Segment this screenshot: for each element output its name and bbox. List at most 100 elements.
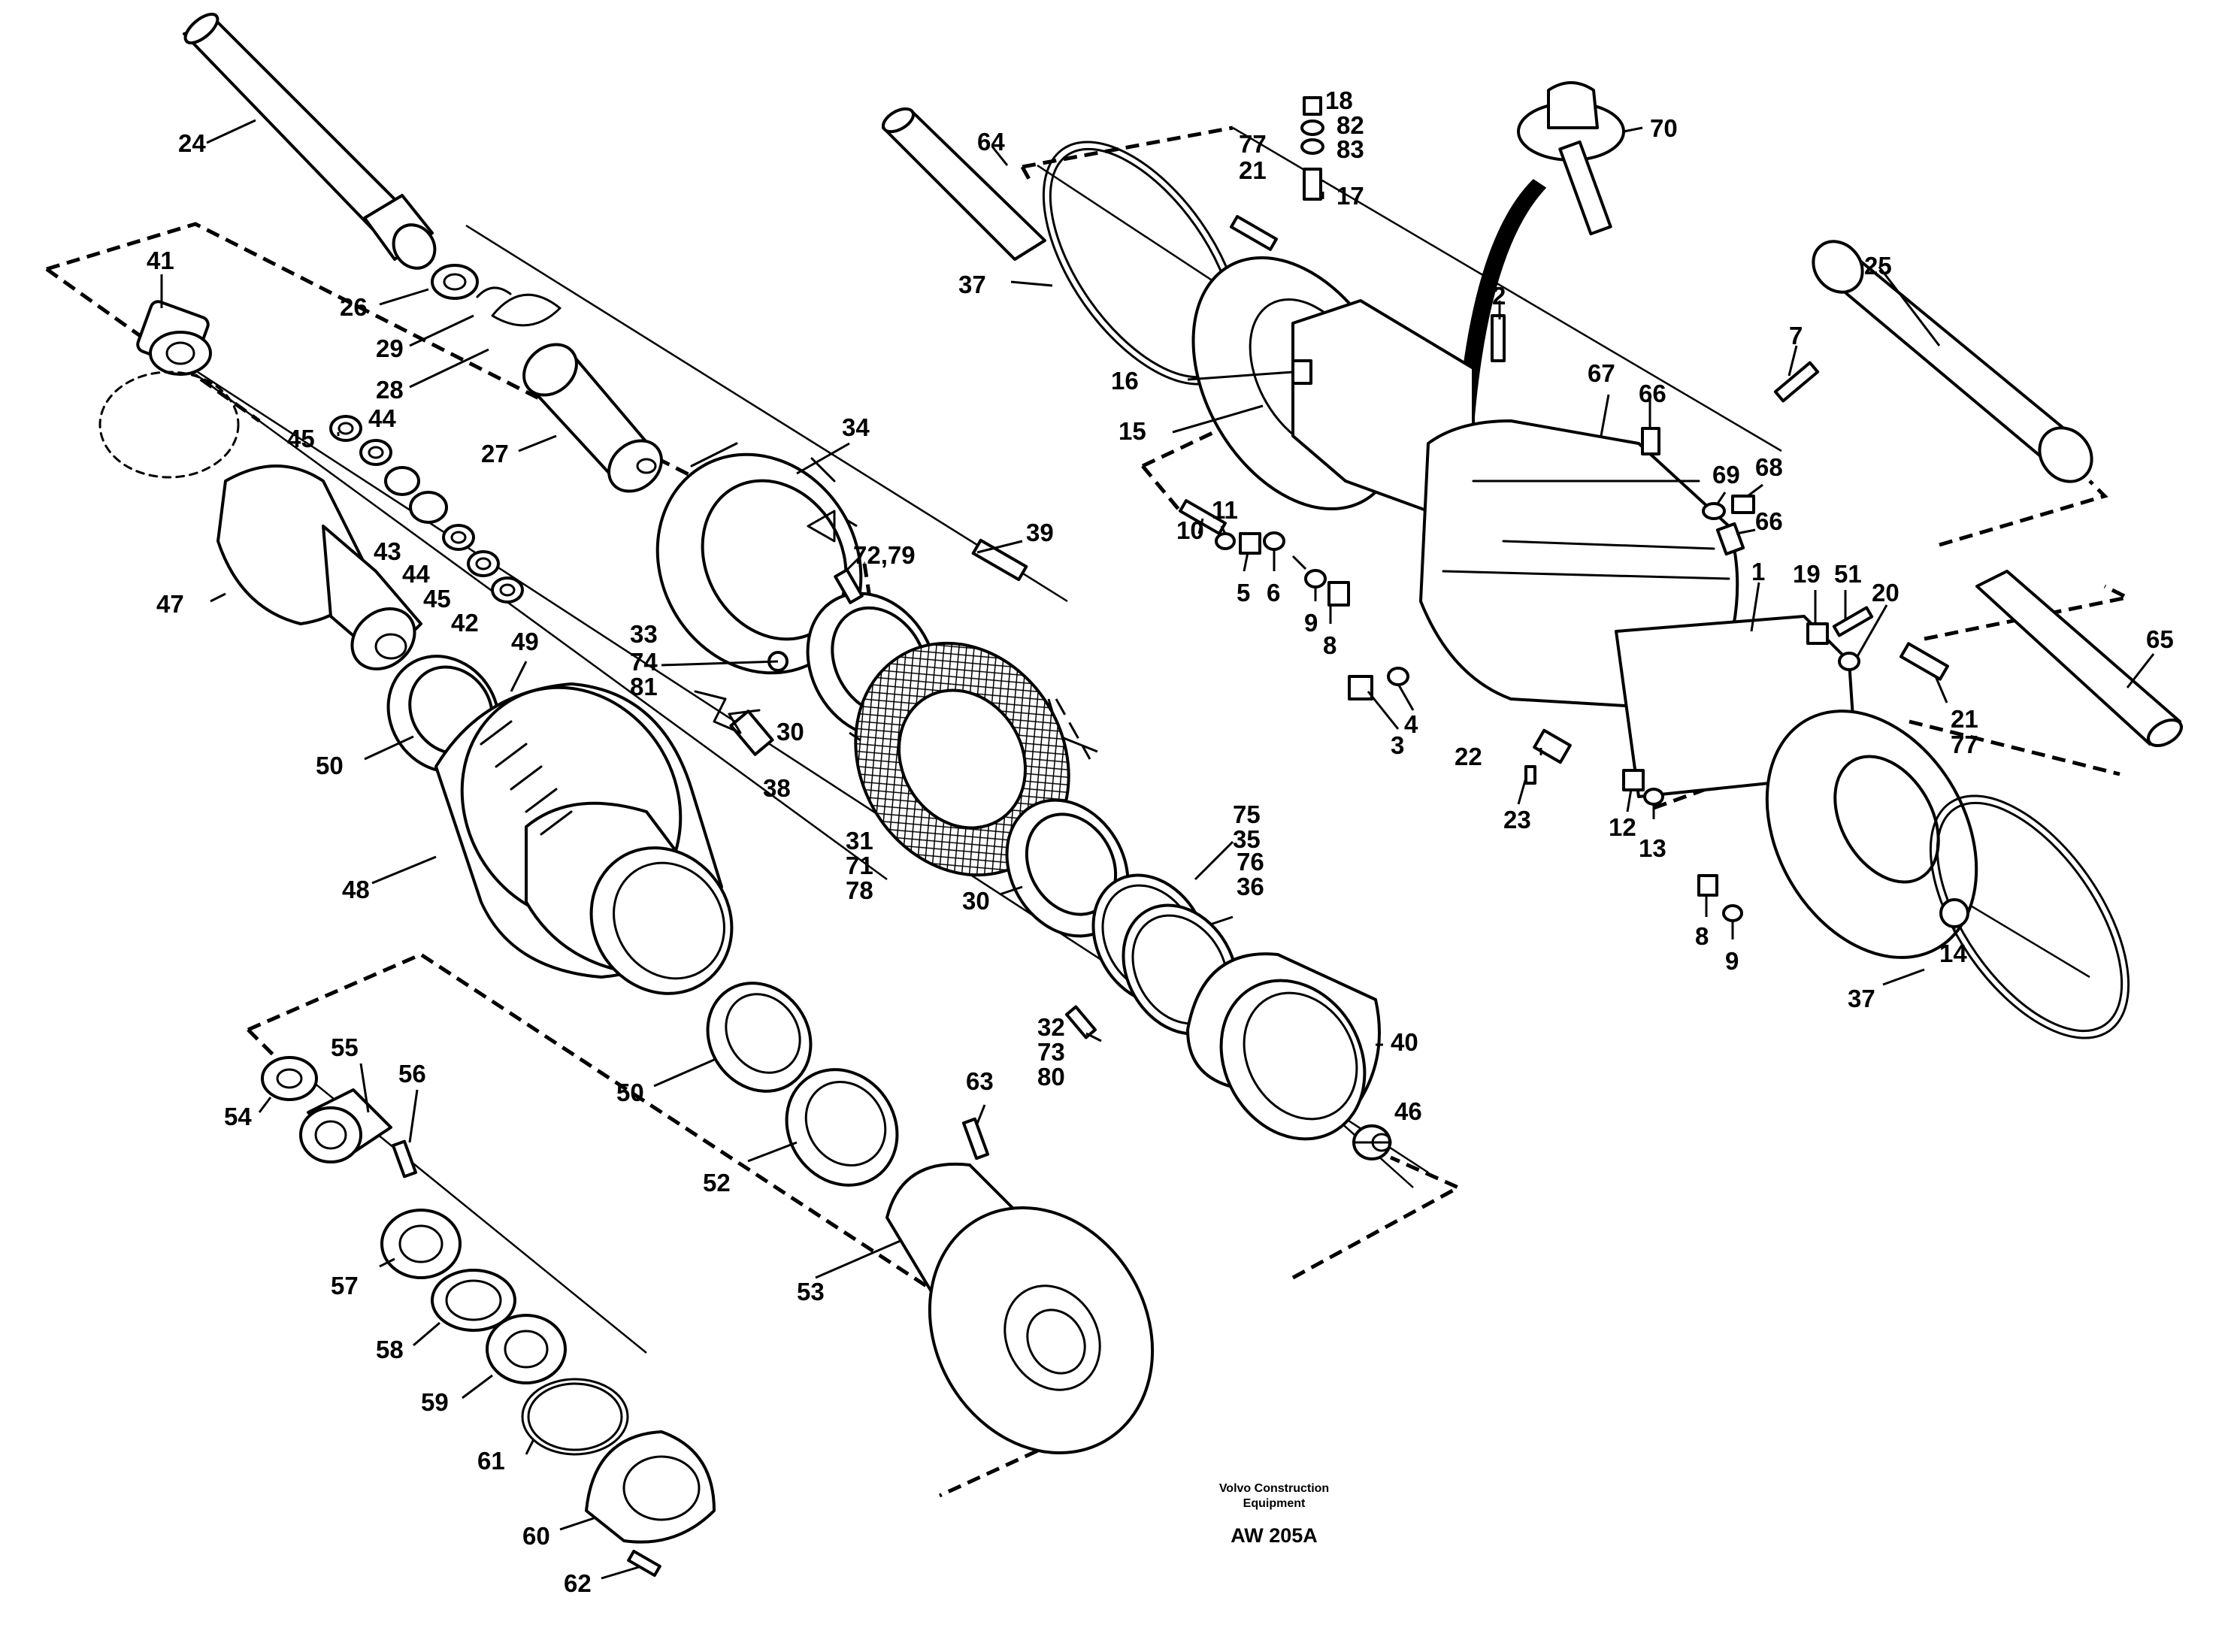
half-shaft-left: [183, 12, 437, 270]
planet-carrier-47: [216, 464, 422, 670]
callout-7: 7: [1789, 322, 1803, 349]
plug-66b: [1715, 522, 1745, 556]
company-name-line1: Volvo Construction: [1219, 1482, 1329, 1495]
callout-18: 18: [1325, 86, 1353, 114]
callout-21a: 21: [1239, 156, 1267, 184]
callout-22: 22: [1455, 743, 1482, 770]
bolt-63: [961, 1117, 990, 1160]
seal-52: [785, 1068, 899, 1187]
callout-44b: 44: [402, 560, 430, 588]
plug-68: [1731, 495, 1755, 514]
callout-74: 74: [630, 648, 658, 676]
washer-4: [1387, 667, 1409, 686]
callout-56: 56: [398, 1060, 426, 1088]
plug-3: [1348, 675, 1373, 700]
callout-labels: 24 26 29 28 41 45 44 27 43 44 45 42 47 3…: [147, 86, 2174, 1597]
fitting-66a: [1641, 427, 1660, 455]
tube-65: [1975, 570, 2183, 748]
bolt-21-upper: [1230, 215, 1278, 251]
washer-20: [1838, 652, 1860, 671]
axle-housing-1: [1291, 299, 1858, 798]
o-ring-61: [521, 1378, 629, 1456]
drawing-code: AW 205A: [1231, 1524, 1318, 1547]
washer-82: [1300, 120, 1324, 136]
callout-67: 67: [1588, 359, 1615, 387]
callout-62: 62: [564, 1569, 592, 1597]
company-name-line2: Equipment: [1243, 1497, 1306, 1510]
callout-53: 53: [797, 1278, 825, 1306]
washer-58: [431, 1269, 516, 1332]
plug-8a: [1327, 581, 1350, 607]
washer-42: [491, 576, 524, 604]
fitting-2: [1491, 314, 1506, 362]
washer-45a: [329, 415, 362, 442]
plug-5: [1239, 532, 1261, 555]
drawing-footer: Volvo Construction Equipment AW 205A: [1219, 1482, 1329, 1547]
callout-55: 55: [331, 1033, 359, 1061]
callout-31: 31: [846, 827, 873, 855]
washer-44a: [359, 439, 392, 466]
hose-7: [1773, 361, 1820, 403]
callout-54: 54: [224, 1103, 252, 1130]
wheel-hub-53: [885, 1162, 1155, 1455]
washer-13: [1643, 788, 1664, 806]
callout-81: 81: [630, 673, 658, 700]
callout-66b: 66: [1755, 507, 1783, 535]
callout-8b: 8: [1695, 922, 1709, 950]
callout-50a: 50: [316, 752, 344, 779]
callout-13: 13: [1639, 834, 1666, 862]
wheel-hub-48: [434, 682, 734, 995]
callout-36: 36: [1237, 873, 1264, 900]
bearing-43: [384, 466, 420, 496]
callout-41: 41: [147, 247, 174, 274]
callout-25: 25: [1864, 252, 1892, 280]
hub-cap-60: [585, 1430, 716, 1544]
callout-78: 78: [846, 876, 873, 904]
callout-68: 68: [1755, 453, 1783, 481]
callout-42: 42: [451, 609, 479, 637]
callout-49: 49: [511, 628, 539, 655]
callout-51: 51: [1834, 560, 1862, 588]
callout-37a: 37: [958, 271, 986, 298]
bolt-51: [1832, 606, 1874, 637]
callout-5: 5: [1237, 579, 1250, 607]
callout-60: 60: [522, 1522, 550, 1550]
plug-8b: [1697, 874, 1718, 897]
plug-12: [1622, 769, 1645, 791]
bolt-21-lower: [1900, 642, 1949, 681]
callout-23: 23: [1503, 806, 1531, 834]
callout-77a: 77: [1239, 130, 1267, 158]
callout-64: 64: [977, 128, 1005, 156]
washer-9a: [1304, 569, 1327, 588]
callout-35: 35: [1233, 825, 1261, 853]
callout-32: 32: [1037, 1013, 1065, 1041]
callout-24: 24: [178, 129, 206, 157]
callout-43: 43: [374, 537, 401, 565]
plug-16: [1291, 359, 1312, 385]
callout-4: 4: [1404, 710, 1418, 738]
callout-52: 52: [703, 1169, 731, 1197]
callout-83: 83: [1336, 135, 1364, 163]
washer-54: [261, 1056, 318, 1101]
callout-71: 71: [846, 852, 873, 879]
callout-57: 57: [331, 1272, 359, 1300]
callout-38: 38: [763, 774, 791, 802]
callout-1: 1: [1751, 558, 1765, 585]
callout-44a: 44: [368, 404, 396, 432]
callout-80: 80: [1037, 1063, 1065, 1091]
callout-12: 12: [1609, 813, 1636, 841]
callout-40: 40: [1391, 1028, 1418, 1056]
callout-50b: 50: [616, 1079, 644, 1106]
washer-26: [431, 264, 479, 300]
nut-57: [380, 1209, 462, 1279]
callout-33: 33: [630, 620, 658, 648]
callout-10: 10: [1176, 516, 1204, 544]
callout-73: 73: [1037, 1038, 1065, 1066]
callout-75: 75: [1233, 800, 1261, 828]
callout-27: 27: [481, 440, 509, 467]
pin-56: [391, 1139, 418, 1178]
callout-58: 58: [376, 1336, 404, 1363]
callout-61: 61: [477, 1447, 505, 1475]
callout-16: 16: [1111, 367, 1139, 395]
callout-19: 19: [1793, 560, 1821, 588]
